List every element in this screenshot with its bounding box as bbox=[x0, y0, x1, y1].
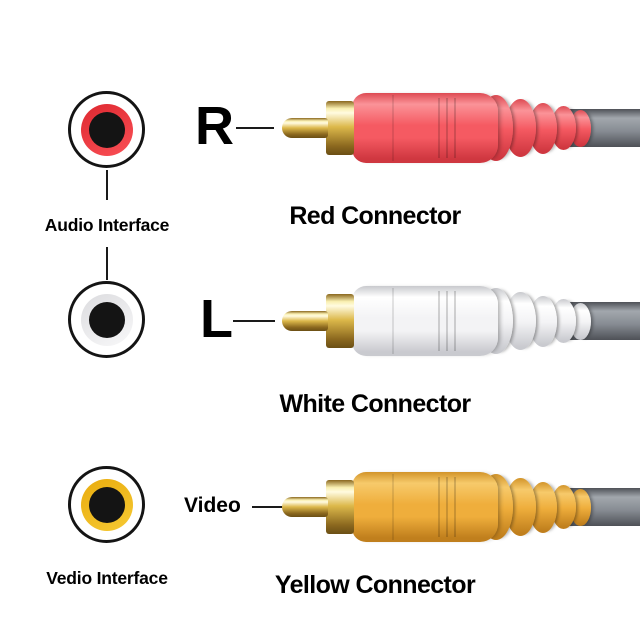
plug-strain-ring bbox=[570, 489, 591, 526]
callout-dash bbox=[236, 127, 274, 129]
rca-jack-white-icon bbox=[68, 281, 145, 358]
plug-body bbox=[352, 286, 498, 356]
connector-caption-yellow: Yellow Connector bbox=[274, 571, 476, 599]
jack-center-hole bbox=[88, 301, 125, 338]
channel-label-video: Video bbox=[184, 494, 241, 517]
plug-body bbox=[352, 93, 498, 163]
plug-strain-ring bbox=[570, 303, 591, 340]
jack-center-hole bbox=[88, 486, 125, 523]
connector-caption-white: White Connector bbox=[279, 390, 472, 418]
plug-pin bbox=[282, 497, 328, 517]
plug-collar bbox=[326, 480, 354, 534]
audio-interface-label: Audio Interface bbox=[44, 215, 170, 235]
plug-pin bbox=[282, 118, 328, 138]
callout-dash bbox=[233, 320, 275, 322]
plug-collar bbox=[326, 294, 354, 348]
connector-caption-red: Red Connector bbox=[289, 202, 461, 230]
callout-line-audio-bottom bbox=[106, 247, 108, 280]
plug-pin bbox=[282, 311, 328, 331]
callout-line-audio-top bbox=[106, 170, 108, 200]
plug-collar bbox=[326, 101, 354, 155]
rca-jack-yellow-icon bbox=[68, 466, 145, 543]
jack-center-hole bbox=[88, 111, 125, 148]
channel-label-right: R bbox=[195, 96, 234, 156]
channel-label-left: L bbox=[200, 289, 233, 349]
plug-strain-ring bbox=[570, 110, 591, 147]
callout-dash bbox=[252, 506, 287, 508]
plug-body bbox=[352, 472, 498, 542]
vedio-interface-label: Vedio Interface bbox=[46, 568, 168, 588]
rca-jack-red-icon bbox=[68, 91, 145, 168]
